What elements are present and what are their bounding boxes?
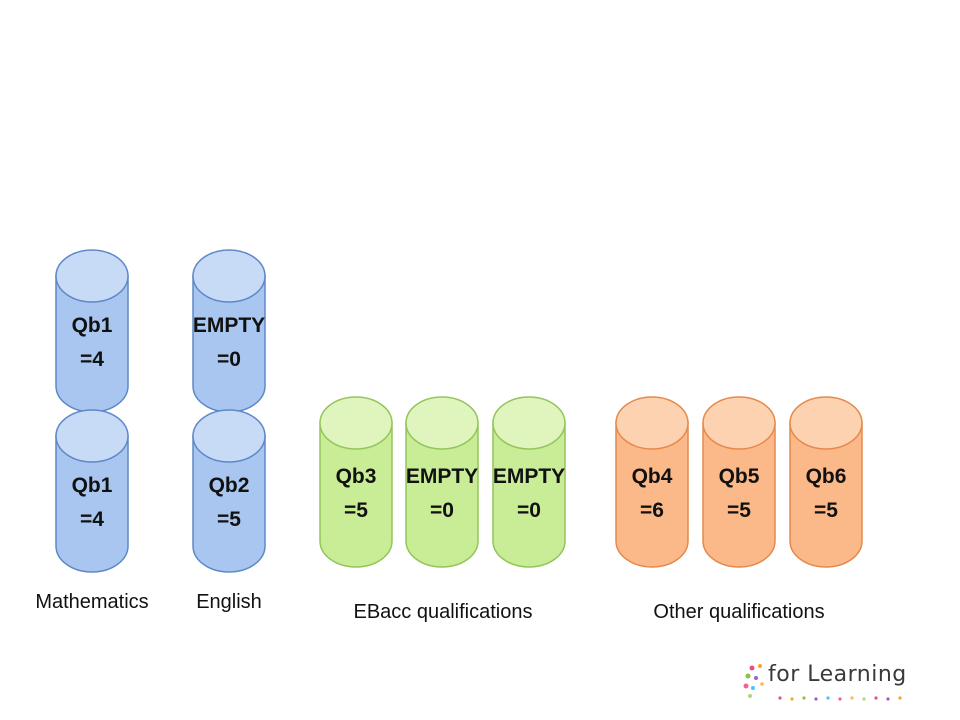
bucket-name: Qb1 <box>72 314 113 337</box>
bucket-value: =4 <box>80 508 104 531</box>
bucket-name: EMPTY <box>406 465 478 488</box>
bucket-name: Qb4 <box>632 465 673 488</box>
bucket-body <box>55 435 129 573</box>
bucket-value: =4 <box>80 348 104 371</box>
for-learning-logo: for Learning <box>740 660 920 708</box>
bucket-other-2: Qb5=5 <box>702 396 776 568</box>
buckets-layer: Qb1=4EMPTY=0Qb1=4Qb2=5Qb3=5EMPTY=0EMPTY=… <box>55 249 863 573</box>
bucket-ebacc-1: Qb3=5 <box>319 396 393 568</box>
logo-text: for Learning <box>768 662 907 687</box>
bucket-body <box>615 422 689 568</box>
bucket-other-1: Qb4=6 <box>615 396 689 568</box>
bucket-lid <box>702 396 776 450</box>
bucket-lid <box>55 409 129 463</box>
logo-underline-dots <box>778 696 902 701</box>
bucket-body <box>492 422 566 568</box>
bucket-value: =0 <box>517 499 541 522</box>
bucket-lid <box>192 409 266 463</box>
bucket-lid <box>615 396 689 450</box>
bucket-name: Qb2 <box>209 474 250 497</box>
bucket-body <box>192 435 266 573</box>
bucket-body <box>702 422 776 568</box>
bucket-lid <box>405 396 479 450</box>
bucket-english-top: EMPTY =0 <box>192 249 266 413</box>
bucket-value: =5 <box>217 508 241 531</box>
label-english: English <box>196 591 262 613</box>
bucket-name: EMPTY <box>193 314 265 337</box>
bucket-body <box>789 422 863 568</box>
bucket-name: EMPTY <box>493 465 565 488</box>
label-mathematics: Mathematics <box>35 591 148 613</box>
bucket-math-top: Qb1=4 <box>55 249 129 413</box>
bucket-name: Qb1 <box>72 474 113 497</box>
bucket-value: =0 <box>217 348 241 371</box>
bucket-value: =6 <box>640 499 664 522</box>
bucket-lid <box>192 249 266 303</box>
bucket-name: Qb3 <box>336 465 377 488</box>
bucket-ebacc-3: EMPTY =0 <box>492 396 566 568</box>
bucket-other-3: Qb6=5 <box>789 396 863 568</box>
bucket-lid <box>492 396 566 450</box>
logo-confetti-icon <box>743 664 764 698</box>
label-ebacc-qualifications: EBacc qualifications <box>354 601 533 623</box>
bucket-value: =0 <box>430 499 454 522</box>
bucket-lid <box>789 396 863 450</box>
bucket-body <box>405 422 479 568</box>
bucket-body <box>319 422 393 568</box>
bucket-ebacc-2: EMPTY =0 <box>405 396 479 568</box>
bucket-value: =5 <box>727 499 751 522</box>
bucket-english-bottom: Qb2=5 <box>192 409 266 573</box>
bucket-name: Qb5 <box>719 465 760 488</box>
bucket-value: =5 <box>814 499 838 522</box>
bucket-name: Qb6 <box>806 465 847 488</box>
bucket-lid <box>55 249 129 303</box>
bucket-value: =5 <box>344 499 368 522</box>
bucket-lid <box>319 396 393 450</box>
bucket-math-bottom: Qb1=4 <box>55 409 129 573</box>
label-other-qualifications: Other qualifications <box>653 601 824 623</box>
